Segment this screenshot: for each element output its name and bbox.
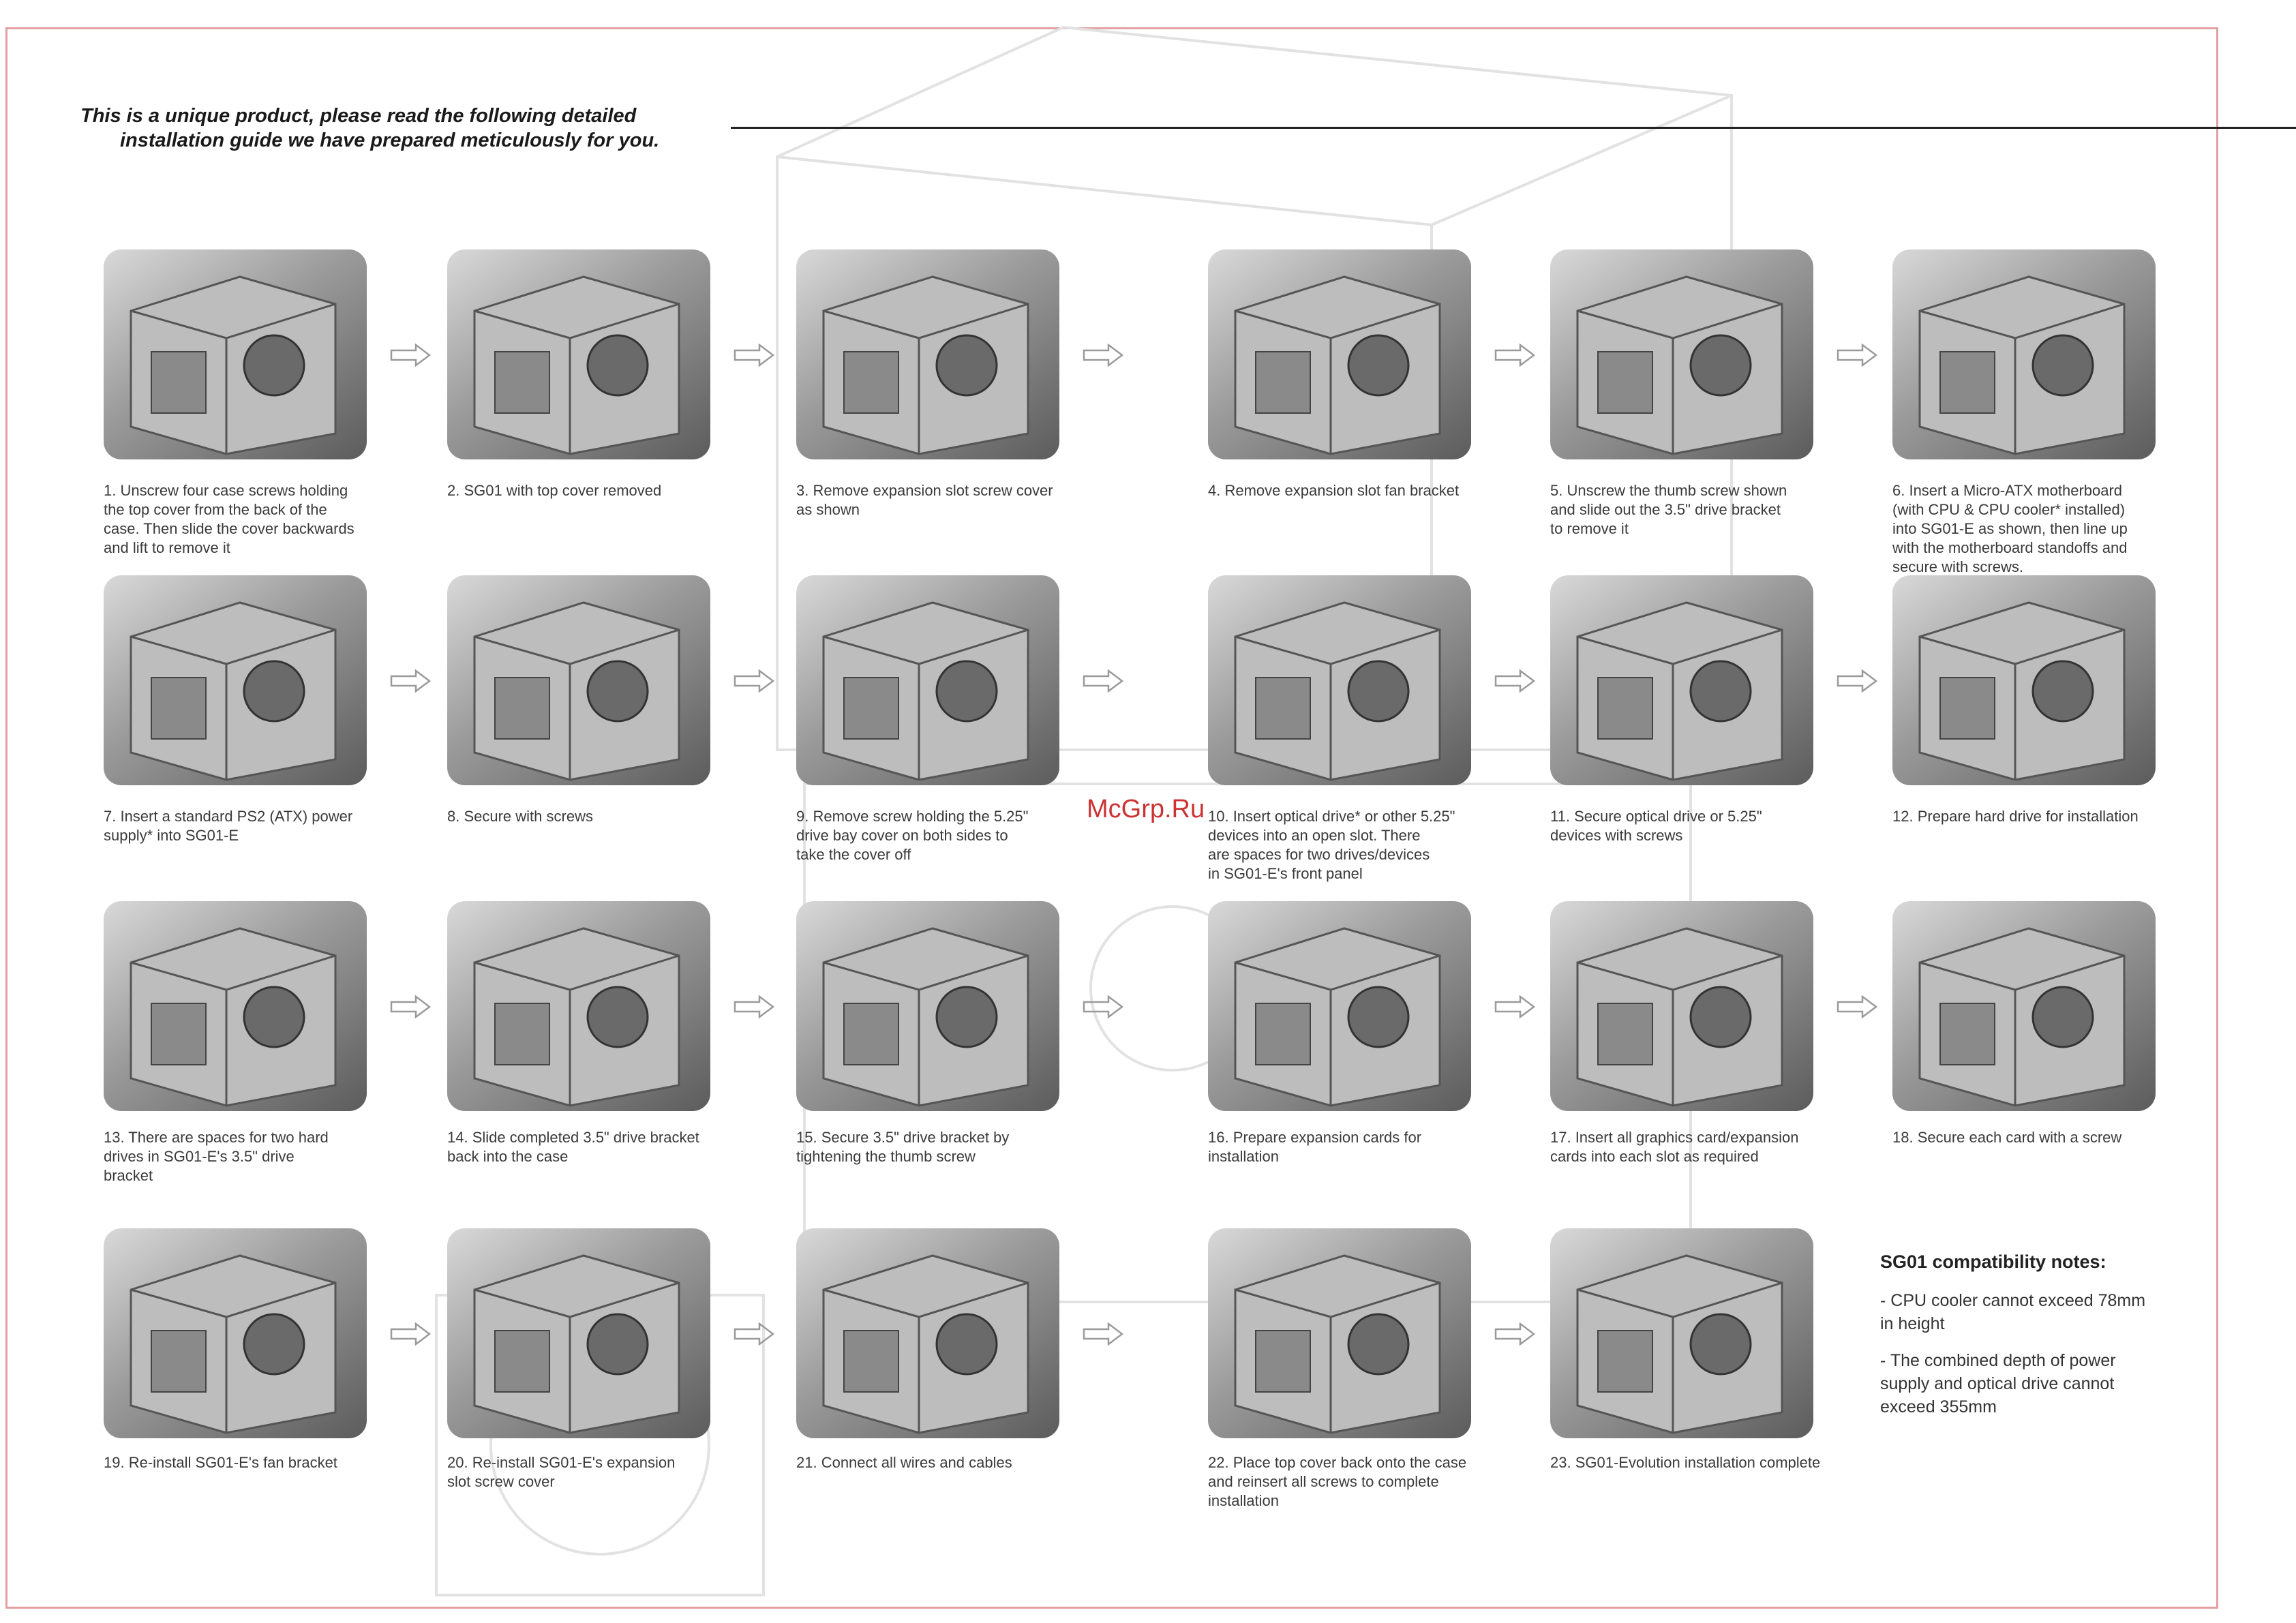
notes-item: - CPU cooler cannot exceed 78mm in heigh… [1880, 1291, 2146, 1333]
step-caption: 10. Insert optical drive* or other 5.25"… [1208, 808, 1455, 882]
step-caption: 6. Insert a Micro-ATX motherboard (with … [1892, 482, 2128, 575]
next-step-arrow-icon [1837, 669, 1877, 693]
case-illustration [1576, 927, 1783, 1107]
step-photo [1550, 575, 1813, 785]
step-caption: 21. Connect all wires and cables [796, 1454, 1012, 1471]
case-illustration [822, 275, 1029, 455]
next-step-arrow-icon [1837, 344, 1877, 367]
next-step-arrow-icon [1494, 995, 1535, 1018]
page-border [5, 27, 2218, 1609]
step-photo [1208, 901, 1471, 1111]
case-illustration [822, 601, 1029, 781]
watermark: McGrp.Ru [1087, 795, 1205, 823]
step-caption: 9. Remove screw holding the 5.25" drive … [796, 808, 1029, 863]
step-photo [1208, 575, 1471, 785]
next-step-arrow-icon [734, 669, 774, 693]
step-caption: 1. Unscrew four case screws holding the … [104, 482, 354, 556]
case-illustration [822, 927, 1029, 1107]
step-photo [1208, 1228, 1471, 1438]
case-illustration [130, 601, 337, 781]
next-step-arrow-icon [1083, 1322, 1123, 1346]
next-step-arrow-icon [390, 1322, 431, 1346]
step-caption: 3. Remove expansion slot screw cover as … [796, 482, 1053, 518]
next-step-arrow-icon [734, 995, 774, 1018]
step-photo [796, 575, 1059, 785]
step-photo [1892, 249, 2156, 459]
step-caption: 15. Secure 3.5" drive bracket by tighten… [796, 1129, 1010, 1165]
next-step-arrow-icon [390, 669, 431, 693]
case-illustration [1918, 601, 2126, 781]
step-caption: 13. There are spaces for two hard drives… [104, 1129, 329, 1184]
step-photo [796, 249, 1059, 459]
step-caption: 14. Slide completed 3.5" drive bracket b… [447, 1129, 699, 1165]
next-step-arrow-icon [1083, 344, 1123, 367]
case-illustration [1576, 275, 1783, 455]
next-step-arrow-icon [390, 344, 431, 367]
intro-heading: This is a unique product, please read th… [80, 104, 659, 153]
step-photo [104, 901, 367, 1111]
next-step-arrow-icon [1494, 1322, 1535, 1346]
notes-title: SG01 compatibility notes: [1880, 1252, 2106, 1272]
next-step-arrow-icon [1083, 995, 1123, 1018]
case-illustration [130, 1254, 337, 1434]
case-illustration [473, 927, 680, 1107]
step-caption: 20. Re-install SG01-E's expansion slot s… [447, 1454, 676, 1490]
step-caption: 5. Unscrew the thumb screw shown and sli… [1550, 482, 1787, 537]
case-illustration [473, 601, 680, 781]
step-caption: 2. SG01 with top cover removed [447, 482, 662, 499]
step-photo [1550, 901, 1813, 1111]
case-illustration [1918, 927, 2126, 1107]
notes-item: - The combined depth of power supply and… [1880, 1351, 2116, 1416]
case-illustration [473, 275, 680, 455]
step-photo [104, 1228, 367, 1438]
step-photo [796, 1228, 1059, 1438]
step-caption: 19. Re-install SG01-E's fan bracket [104, 1454, 337, 1471]
next-step-arrow-icon [390, 995, 431, 1018]
step-photo [1892, 901, 2156, 1111]
step-caption: 16. Prepare expansion cards for installa… [1208, 1129, 1422, 1165]
next-step-arrow-icon [1494, 669, 1535, 693]
step-caption: 7. Insert a standard PS2 (ATX) power sup… [104, 808, 353, 844]
case-illustration [1234, 601, 1441, 781]
step-caption: 8. Secure with screws [447, 808, 593, 825]
step-caption: 23. SG01-Evolution installation complete [1550, 1454, 1821, 1471]
case-illustration [130, 275, 337, 455]
next-step-arrow-icon [1083, 669, 1123, 693]
next-step-arrow-icon [1494, 344, 1535, 367]
intro-line-2: installation guide we have prepared meti… [120, 130, 660, 151]
step-caption: 22. Place top cover back onto the case a… [1208, 1454, 1467, 1509]
step-photo [447, 249, 710, 459]
case-illustration [1918, 275, 2126, 455]
step-photo [1550, 1228, 1813, 1438]
step-photo [104, 249, 367, 459]
step-photo [1208, 249, 1471, 459]
step-photo [447, 901, 710, 1111]
header-rule [731, 127, 2296, 129]
step-photo [1892, 575, 2156, 785]
step-photo [1550, 249, 1813, 459]
compatibility-notes: SG01 compatibility notes: - CPU cooler c… [1880, 1252, 2207, 1432]
case-illustration [473, 1254, 680, 1434]
case-illustration [1576, 1254, 1783, 1434]
case-illustration [130, 927, 337, 1107]
case-illustration [1234, 927, 1441, 1107]
step-photo [104, 575, 367, 785]
case-illustration [1576, 601, 1783, 781]
step-photo [447, 1228, 710, 1438]
step-caption: 17. Insert all graphics card/expansion c… [1550, 1129, 1799, 1165]
step-caption: 18. Secure each card with a screw [1892, 1129, 2122, 1146]
intro-line-1: This is a unique product, please read th… [80, 105, 637, 127]
next-step-arrow-icon [1837, 995, 1877, 1018]
step-caption: 4. Remove expansion slot fan bracket [1208, 482, 1460, 499]
next-step-arrow-icon [734, 344, 774, 367]
case-illustration [1234, 1254, 1441, 1434]
step-photo [447, 575, 710, 785]
step-caption: 12. Prepare hard drive for installation [1892, 808, 2139, 825]
case-illustration [822, 1254, 1029, 1434]
step-photo [796, 901, 1059, 1111]
case-illustration [1234, 275, 1441, 455]
step-caption: 11. Secure optical drive or 5.25" device… [1550, 808, 1762, 844]
next-step-arrow-icon [734, 1322, 774, 1346]
